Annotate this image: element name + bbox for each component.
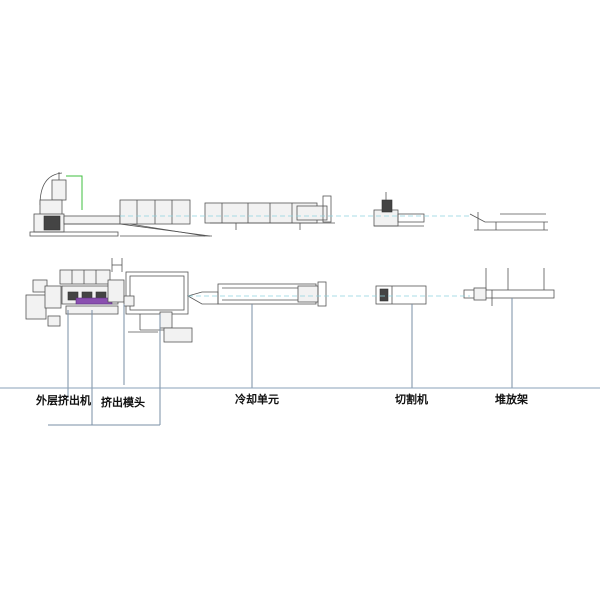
side-view	[29, 172, 548, 237]
die-frame	[111, 258, 123, 272]
hopper-loader	[39, 172, 83, 217]
label-extrusion-die: 挤出模头	[101, 395, 145, 409]
label-outer-extruder: 外层挤出机	[35, 393, 91, 407]
label-stacker: 堆放架	[495, 392, 528, 406]
cutter-plan	[375, 285, 427, 305]
label-cooling-unit: 冷却单元	[235, 392, 279, 406]
leader-lines	[48, 298, 513, 426]
extruder-plan	[59, 269, 125, 315]
vacuum-tank-plan	[123, 271, 193, 343]
control-cabinets	[25, 279, 62, 327]
vacuum-tank-side	[119, 199, 212, 237]
cutter-side	[373, 192, 425, 227]
plan-view	[25, 258, 555, 343]
stacker-side	[469, 212, 548, 231]
cooling-tank-plan	[186, 281, 327, 307]
extruder-side	[29, 213, 121, 237]
label-cutter: 切割机	[395, 392, 428, 406]
stacker-plan	[463, 268, 555, 306]
cooling-tank-side	[204, 195, 335, 230]
